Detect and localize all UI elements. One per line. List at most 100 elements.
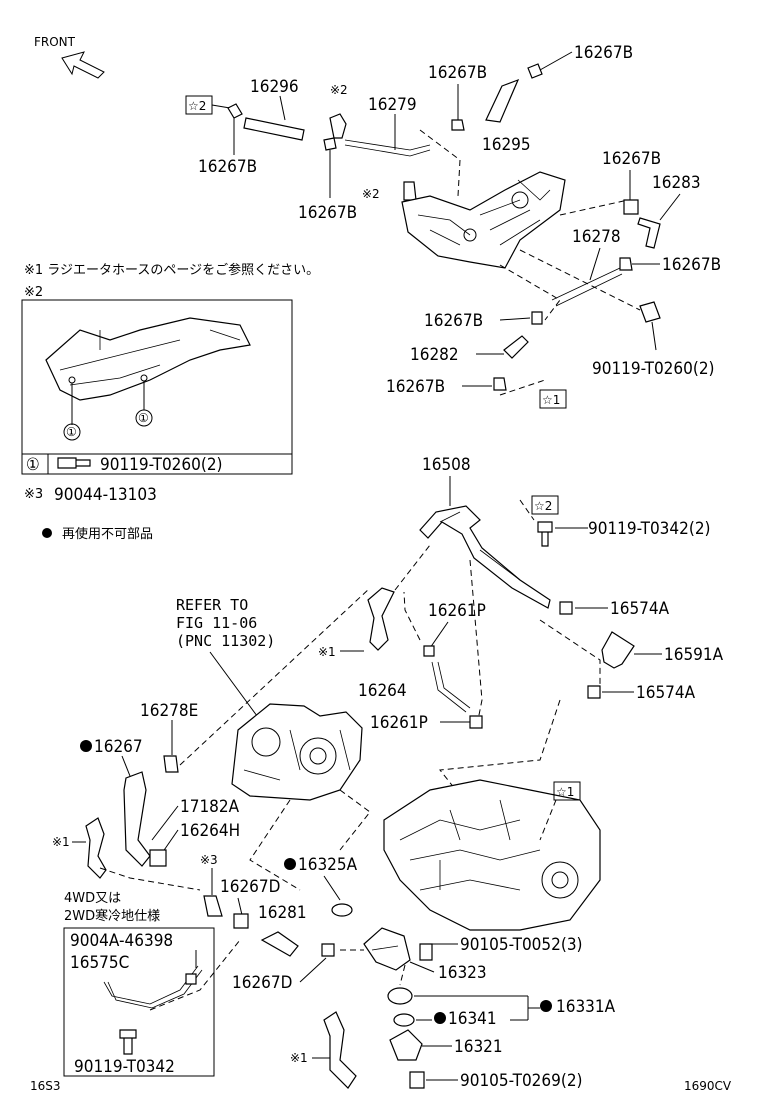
part-9004A-46398[interactable]: 9004A-46398 — [70, 931, 173, 951]
part-16267B-a[interactable]: 16267B — [198, 157, 257, 177]
part-16574A-b[interactable]: 16574A — [636, 683, 696, 703]
part-16267B-e[interactable]: 16267B — [602, 149, 661, 169]
part-16278E[interactable]: 16278E — [140, 701, 198, 721]
pipe-16575C — [103, 965, 203, 1009]
note-3-prefix: ※3 — [24, 487, 43, 502]
part-16296[interactable]: 16296 — [250, 77, 299, 97]
clamp-icon — [527, 63, 543, 79]
part-90105-T0052[interactable]: 90105-T0052(3) — [460, 935, 583, 955]
pipe-16264 — [431, 661, 471, 713]
svg-text:①: ① — [26, 455, 40, 475]
reuse-bullet-icon — [80, 740, 92, 752]
part-16321[interactable]: 16321 — [454, 1037, 503, 1057]
bolt-icon — [57, 457, 91, 469]
svg-text:①: ① — [66, 425, 77, 439]
svg-text:☆2: ☆2 — [534, 499, 552, 513]
clamp-icon — [451, 119, 465, 131]
water-pump-body — [231, 703, 363, 801]
hose-16295 — [485, 78, 520, 123]
detail-box-4wd — [63, 927, 215, 1077]
part-16281[interactable]: 16281 — [258, 903, 307, 923]
svg-text:※1: ※1 — [290, 1051, 308, 1065]
svg-text:☆1: ☆1 — [556, 785, 574, 799]
part-16278[interactable]: 16278 — [572, 227, 621, 247]
star1-box-top: ☆1 — [539, 389, 567, 409]
manifold-body — [401, 171, 566, 269]
part-16325A[interactable]: 16325A — [298, 855, 358, 875]
thermostat-housing — [363, 927, 411, 971]
part-16261P-b[interactable]: 16261P — [370, 713, 428, 733]
clamp-icon — [493, 377, 507, 391]
clamp-icon — [423, 645, 435, 657]
clamp-icon — [559, 601, 573, 615]
thermostat-icon — [387, 987, 413, 1005]
star2-box-top: ☆2 — [185, 95, 213, 115]
page-code-right: 1690CV — [684, 1079, 732, 1093]
clamp-icon — [469, 715, 483, 729]
bolt-icon — [403, 181, 417, 201]
bolt-icon — [419, 943, 433, 961]
clamp-icon — [149, 849, 167, 867]
clamp-icon — [323, 137, 337, 151]
part-16323[interactable]: 16323 — [438, 963, 487, 983]
part-16267B-b[interactable]: 16267B — [298, 203, 357, 223]
gasket-icon — [393, 1013, 415, 1027]
part-90119-T0342-2[interactable]: 90119-T0342(2) — [588, 519, 711, 539]
svg-text:☆1: ☆1 — [542, 393, 560, 407]
part-16282[interactable]: 16282 — [410, 345, 459, 365]
refer-line-3: (PNC 11302) — [176, 632, 275, 650]
clamp-icon — [623, 199, 639, 215]
wd-line-1: 4WD又は — [64, 891, 121, 906]
part-16267B-f[interactable]: 16267B — [662, 255, 721, 275]
hose-16283 — [637, 217, 661, 249]
water-inlet — [389, 1029, 423, 1061]
hose-k1-left — [85, 817, 107, 879]
part-16267D-a[interactable]: 16267D — [220, 877, 280, 897]
part-16267B-h[interactable]: 16267B — [386, 377, 445, 397]
reuse-bullet-icon — [434, 1012, 446, 1024]
part-16267B-c[interactable]: 16267B — [428, 63, 487, 83]
part-16267B-g[interactable]: 16267B — [424, 311, 483, 331]
sensor-icon — [203, 895, 223, 917]
note-reuse: 再使用不可部品 — [62, 526, 153, 542]
star1-box-mid: ☆1 — [553, 781, 581, 801]
part-90105-T0269[interactable]: 90105-T0269(2) — [460, 1071, 583, 1091]
part-90119-T0260[interactable]: 90119-T0260(2) — [592, 359, 715, 379]
part-16575C[interactable]: 16575C — [70, 953, 129, 973]
part-16267B-d[interactable]: 16267B — [574, 43, 633, 63]
clamp-icon — [227, 103, 243, 119]
hose-16591A — [601, 631, 635, 669]
svg-text:☆2: ☆2 — [188, 99, 206, 113]
reuse-bullet-icon — [284, 858, 296, 870]
part-16591A[interactable]: 16591A — [664, 645, 724, 665]
part-16264[interactable]: 16264 — [358, 681, 407, 701]
refer-line-1: REFER TO — [176, 596, 248, 614]
wd-line-2: 2WD寒冷地仕様 — [64, 908, 160, 924]
hose-16267 — [123, 771, 151, 867]
svg-text:※1: ※1 — [52, 835, 70, 849]
part-16267D-b[interactable]: 16267D — [232, 973, 292, 993]
part-16261P-a[interactable]: 16261P — [428, 601, 486, 621]
reuse-bullet-icon — [540, 1000, 552, 1012]
svg-text:※2: ※2 — [362, 187, 380, 201]
note-3-pn[interactable]: 90044-13103 — [54, 485, 157, 505]
hose-k1-bottom — [323, 1011, 357, 1089]
hose-16281 — [260, 931, 299, 957]
part-16574A-a[interactable]: 16574A — [610, 599, 670, 619]
part-16279[interactable]: 16279 — [368, 95, 417, 115]
note-2: ※2 — [24, 285, 43, 300]
part-16341[interactable]: 16341 — [448, 1009, 497, 1029]
part-16267[interactable]: 16267 — [94, 737, 143, 757]
svg-text:90119-T0260(2): 90119-T0260(2) — [100, 455, 223, 475]
part-16264H[interactable]: 16264H — [180, 821, 240, 841]
page-code-left: 16S3 — [30, 1079, 61, 1093]
part-16508[interactable]: 16508 — [422, 455, 471, 475]
part-16295[interactable]: 16295 — [482, 135, 531, 155]
part-90119-T0342[interactable]: 90119-T0342 — [74, 1057, 175, 1077]
part-17182A[interactable]: 17182A — [180, 797, 240, 817]
refer-line-2[interactable]: FIG 11-06 — [176, 614, 257, 632]
part-16331A[interactable]: 16331A — [556, 997, 616, 1017]
svg-text:※1: ※1 — [318, 645, 336, 659]
part-16283[interactable]: 16283 — [652, 173, 701, 193]
